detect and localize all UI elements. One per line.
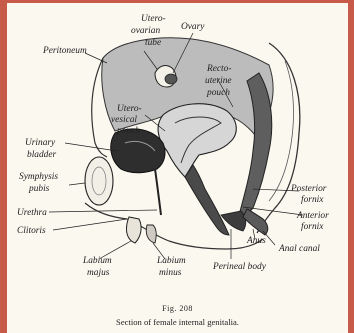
label-utero-ovarian-tube-2: ovarian: [131, 26, 160, 36]
label-utero-ovarian-tube-1: Utero-: [141, 14, 166, 24]
book-page: Utero- ovarian tube Ovary Peritoneum Rec…: [7, 3, 348, 333]
label-labium-minus-1: Labium: [156, 256, 186, 266]
label-anal-canal: Anal canal: [278, 244, 320, 254]
vagina: [185, 165, 229, 235]
label-posterior-fornix-2: fornix: [301, 194, 324, 205]
label-anterior-fornix-2: fornix: [301, 221, 324, 232]
label-ovary: Ovary: [181, 22, 205, 32]
label-rectouterine-pouch-3: pouch: [206, 88, 230, 98]
anal-canal-shape: [243, 209, 268, 235]
label-rectouterine-pouch-1: Recto-: [206, 64, 231, 74]
label-rectouterine-pouch-2: uterine: [205, 76, 232, 86]
labium-minus-shape: [146, 225, 156, 243]
label-symphysis-pubis-2: pubis: [28, 184, 50, 194]
label-posterior-fornix-1: Posterior: [290, 184, 327, 194]
urethra-duct: [155, 169, 161, 215]
label-anus: Anus: [246, 236, 266, 246]
anatomy-diagram: Utero- ovarian tube Ovary Peritoneum Rec…: [7, 3, 348, 333]
label-peritoneum: Peritoneum: [42, 46, 87, 56]
figure-caption: Section of female internal genitalia.: [7, 317, 348, 327]
label-urinary-bladder-2: bladder: [27, 150, 57, 160]
label-uterovesical-pouch-3: pouch: [116, 126, 140, 136]
ovary-shape: [165, 74, 177, 84]
labium-majus-shape: [127, 217, 142, 243]
label-clitoris: Clitoris: [17, 226, 46, 236]
label-labium-minus-2: minus: [159, 268, 182, 278]
label-uterovesical-pouch-1: Utero-: [117, 104, 142, 114]
label-symphysis-pubis-1: Symphysis: [19, 172, 58, 182]
label-labium-majus-1: Labium: [82, 256, 112, 266]
figure-number: Fig. 208: [7, 304, 348, 313]
label-labium-majus-2: majus: [87, 268, 110, 278]
label-perineal-body: Perineal body: [212, 262, 267, 272]
uterus: [158, 104, 236, 177]
label-uterovesical-pouch-2: vesical: [111, 115, 137, 125]
label-anterior-fornix-1: Anterior: [296, 211, 329, 221]
label-urethra: Urethra: [17, 208, 47, 218]
pubic-bone: [85, 157, 113, 205]
label-urinary-bladder-1: Urinary: [25, 138, 56, 148]
label-utero-ovarian-tube-3: tube: [145, 38, 161, 48]
